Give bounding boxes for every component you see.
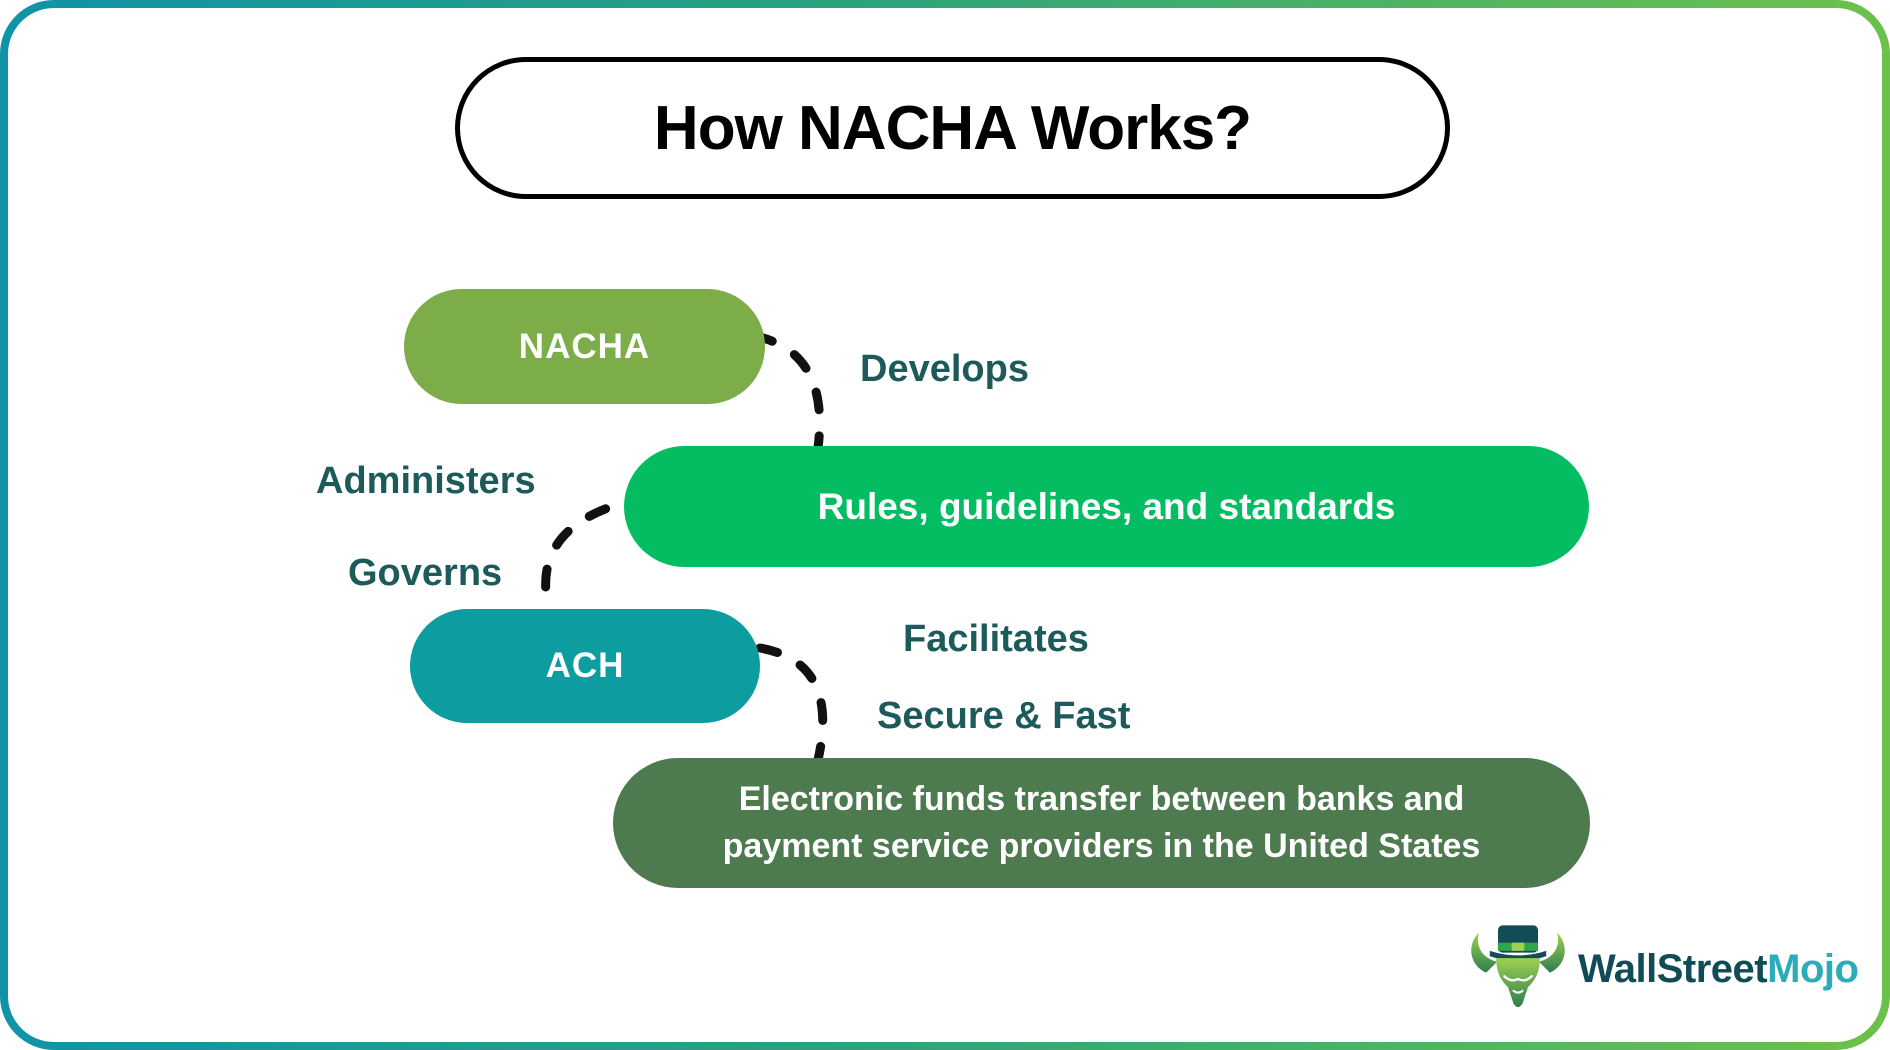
edge-label-facilitates: Facilitates [903,618,1089,660]
node-rules-label: Rules, guidelines, and standards [817,485,1396,527]
page-title: How NACHA Works? [653,93,1252,163]
edge-label-governs: Governs [348,552,503,594]
node-eft-line-1: Electronic funds transfer between banks … [738,780,1465,819]
node-eft-line-2: payment service providers in the United … [722,827,1481,865]
wordmark-wallstreet: WallStreet [1578,946,1768,991]
title-banner: How NACHA Works? [455,57,1450,199]
wallstreetmojo-bull-icon [1468,922,1568,1016]
node-rules-guidelines-standards: Rules, guidelines, and standards [624,446,1589,567]
edge-label-administers: Administers [316,460,536,502]
wallstreetmojo-wordmark: WallStreetMojo [1578,946,1859,992]
wordmark-mojo: Mojo [1767,946,1859,991]
node-nacha-label: NACHA [518,326,651,366]
node-nacha: NACHA [404,289,765,404]
node-ach: ACH [410,609,760,723]
edge-label-develops: Develops [860,348,1029,390]
node-ach-label: ACH [545,646,625,685]
wallstreetmojo-logo: WallStreetMojo [1468,922,1859,1016]
node-electronic-funds-transfer: Electronic funds transfer between banks … [613,758,1590,888]
edge-label-secure-and-fast: Secure & Fast [877,695,1131,737]
